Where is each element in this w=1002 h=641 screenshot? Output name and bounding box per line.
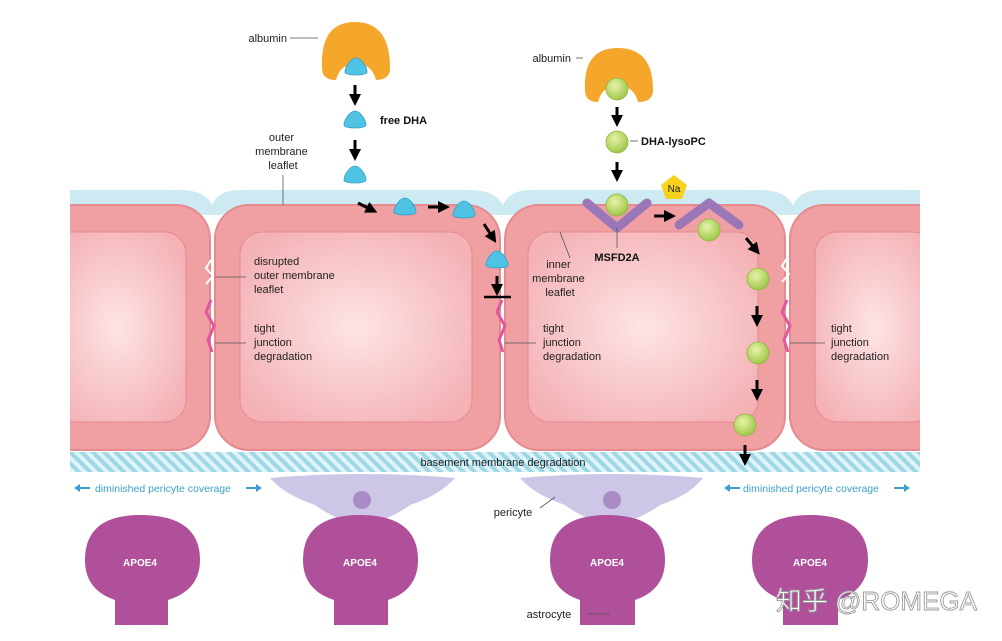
tight-junction-degradation-label-3: tight junction degradation — [830, 323, 889, 363]
dha-lysopc-icon-5 — [746, 341, 770, 365]
albumin-right-label: albumin — [532, 53, 571, 65]
dha-lysopc-icon-4 — [746, 267, 770, 291]
msfd2a-transporter-2 — [674, 198, 744, 230]
basement-membrane-label: basement membrane degradation — [420, 457, 585, 469]
dha-lysopc-in-albumin-icon — [605, 77, 629, 101]
disrupted-outer-membrane-label: disrupted outer membrane leaflet — [254, 256, 338, 296]
tight-junction-degradation-label-1: tight junction degradation — [253, 323, 312, 363]
dha-lysopc-icon-1 — [605, 130, 629, 154]
dha-arrows — [349, 85, 503, 296]
dha-lysopc-icon-6 — [733, 413, 757, 437]
dha-lysopc-icon-2 — [605, 193, 629, 217]
inner-membrane-leaflet-label: inner membrane leaflet — [532, 259, 588, 299]
astrocyte-label: astrocyte — [527, 609, 572, 621]
albumin-right-icon — [584, 48, 653, 102]
albumin-left-icon — [321, 22, 390, 80]
pericyte-coverage-left: diminished pericyte coverage — [74, 483, 262, 495]
albumin-left-label: albumin — [248, 33, 287, 45]
free-dha-label: free DHA — [380, 115, 427, 127]
diminished-pericyte-coverage-left: diminished pericyte coverage — [95, 483, 231, 495]
sodium-icon — [661, 175, 687, 199]
free-dha-icon-1 — [343, 110, 367, 129]
outer-membrane-band — [70, 190, 920, 215]
diminished-pericyte-coverage-right: diminished pericyte coverage — [743, 483, 879, 495]
msfd2a-label: MSFD2A — [594, 252, 639, 264]
outer-membrane-leaflet-label: outer membrane leaflet — [255, 132, 311, 172]
pericyte-label: pericyte — [494, 507, 533, 519]
pericytes — [270, 474, 703, 525]
lysopc-arrows — [611, 107, 763, 466]
apoe4-label-3: APOE4 — [590, 558, 624, 569]
apoe4-label-1: APOE4 — [123, 558, 157, 569]
watermark: 知乎 @ROMEGA — [776, 586, 978, 616]
tight-junctions — [204, 257, 792, 353]
dha-lysopc-icon-3 — [697, 218, 721, 242]
leader-lines — [215, 175, 825, 615]
dha-lysopc-label: DHA-lysoPC — [641, 136, 706, 148]
sodium-label: Na — [668, 184, 681, 195]
astrocytes — [85, 515, 868, 625]
pericyte-coverage-right: diminished pericyte coverage — [724, 483, 910, 495]
apoe4-label-4: APOE4 — [793, 558, 827, 569]
basement-membrane — [70, 452, 920, 472]
tight-junction-degradation-label-2: tight junction degradation — [542, 323, 601, 363]
endothelial-cells — [39, 204, 951, 451]
free-dha-icon-2 — [343, 165, 367, 184]
apoe4-label-2: APOE4 — [343, 558, 377, 569]
